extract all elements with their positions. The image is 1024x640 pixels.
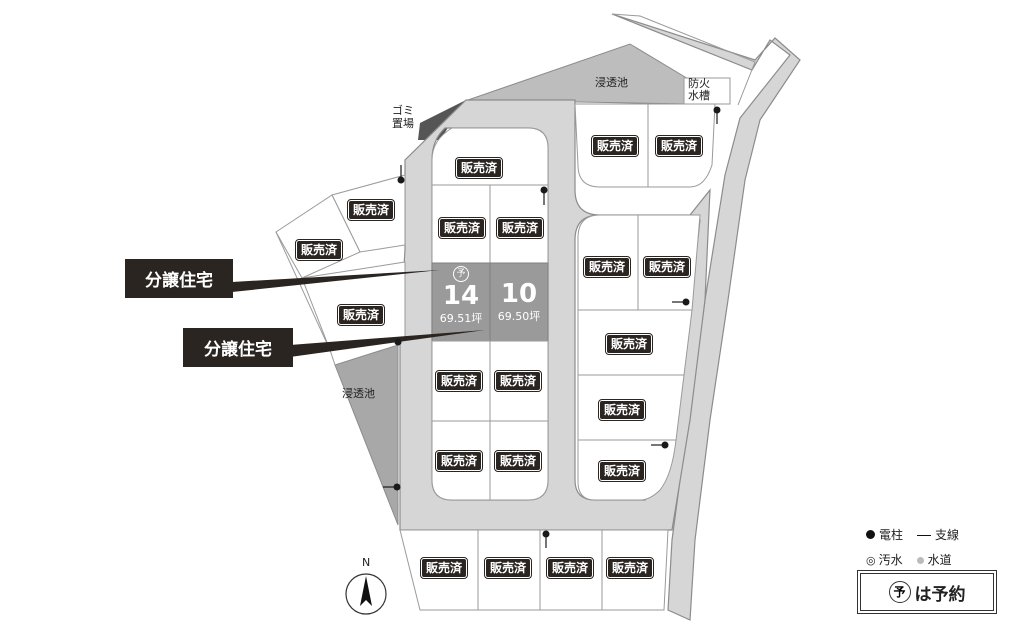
sold-badge: 販売済 [597, 399, 647, 421]
sold-badge: 販売済 [654, 135, 704, 157]
main-road [611, 13, 801, 621]
callout-leader-2 [290, 330, 485, 357]
legend-water: 水道 [916, 551, 952, 568]
water-tank-area [683, 77, 731, 105]
pond-left-label: 浸透池 [342, 387, 375, 400]
sewage-icon: ◎ [866, 554, 876, 567]
sold-badge: 販売済 [642, 256, 692, 278]
legend-wire: 支線 [917, 526, 959, 543]
sold-badge: 販売済 [545, 557, 595, 579]
pole-icon [866, 530, 875, 539]
legend-sewage: ◎汚水 [866, 553, 903, 567]
sold-badge: 販売済 [605, 557, 655, 579]
lot-area: 69.50坪 [497, 310, 541, 323]
sold-badge: 販売済 [454, 157, 504, 179]
garbage-area [418, 100, 466, 140]
legend-pole: 電柱 [866, 526, 903, 543]
sold-badge: 販売済 [434, 370, 484, 392]
sold-badge: 販売済 [419, 557, 469, 579]
sold-badge: 販売済 [590, 135, 640, 157]
water-tank-label: 防火 水槽 [688, 77, 710, 102]
reserved-legend-box: 予 は予約 [857, 570, 997, 614]
utility-poles [383, 106, 721, 548]
lot-number: 10 [500, 279, 538, 309]
wire-icon [917, 535, 932, 536]
sold-badge: 販売済 [493, 450, 543, 472]
lot-14[interactable]: true 予 14 69.51坪 [432, 263, 490, 341]
callout-label: 分譲住宅 [145, 271, 213, 291]
reserved-note: は予約 [914, 584, 966, 605]
water-icon [916, 557, 924, 564]
lot-10[interactable]: 10 69.50坪 [490, 263, 548, 341]
callout-label: 分譲住宅 [204, 340, 272, 360]
sold-badge: 販売済 [495, 217, 545, 239]
sold-badge: 販売済 [493, 370, 543, 392]
garbage-label: ゴミ 置場 [392, 104, 414, 130]
sold-badge: 販売済 [582, 256, 632, 278]
infiltration-pond-left [334, 344, 399, 526]
sold-badge: 販売済 [336, 304, 386, 326]
infiltration-pond-top [467, 43, 691, 105]
callout-for-sale-1[interactable]: 分譲住宅 [125, 259, 233, 298]
center-block [431, 127, 549, 501]
lot-10-highlight[interactable] [489, 262, 549, 342]
north-compass [345, 573, 387, 615]
pond-top-label: 浸透池 [595, 76, 628, 89]
sold-badge: 販売済 [597, 460, 647, 482]
sold-badge: 販売済 [434, 450, 484, 472]
sold-badge: 販売済 [483, 557, 533, 579]
callout-for-sale-2[interactable]: 分譲住宅 [183, 328, 293, 367]
legend: 電柱 支線 ◎汚水 水道 [866, 526, 996, 568]
sold-badge: 販売済 [346, 199, 396, 221]
reserved-circle-icon: 予 [888, 581, 911, 603]
lot-number: 14 [442, 281, 480, 311]
north-label: N [362, 556, 371, 569]
reserved-icon: 予 [453, 266, 469, 282]
sold-badge: 販売済 [294, 239, 344, 261]
sold-badge: 販売済 [604, 333, 654, 355]
callout-leader-1 [232, 270, 440, 292]
lot-area: 69.51坪 [439, 312, 483, 325]
sold-badge: 販売済 [437, 217, 487, 239]
